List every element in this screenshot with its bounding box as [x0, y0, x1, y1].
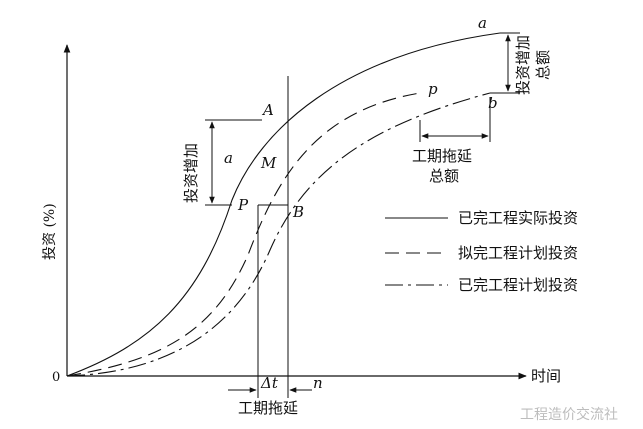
delay-label: 工期拖延 — [238, 399, 298, 417]
legend-label-actual: 已完工程实际投资 — [458, 209, 578, 227]
watermark-text: 工程造价交流社 — [520, 406, 618, 423]
invest-increase-left-label: 投资增加 — [182, 143, 200, 203]
label-P: P — [237, 196, 249, 214]
invest-increase-right-line1: 投资增加 — [514, 35, 532, 95]
y-axis-label: 投资 (%) — [42, 203, 58, 260]
delta-t-label: Δt — [260, 374, 279, 392]
delay-total-line1: 工期拖延 — [412, 147, 472, 165]
label-p-end: p — [428, 80, 438, 98]
label-a-top: a — [478, 14, 487, 32]
invest-increase-right-line2: 总额 — [534, 50, 552, 80]
label-B: B — [292, 203, 304, 221]
label-b-end: b — [488, 94, 498, 112]
legend-label-earned: 已完工程计划投资 — [458, 276, 578, 294]
earned-value-curve — [66, 92, 491, 377]
delay-total-line2: 总额 — [429, 167, 459, 185]
legend-label-planned: 拟完工程计划投资 — [458, 244, 578, 262]
x-axis-label: 时间 — [531, 367, 561, 385]
label-M: M — [260, 154, 277, 172]
label-a-gap: a — [224, 149, 233, 167]
actual-cost-curve — [66, 32, 501, 377]
origin-label: 0 — [52, 370, 60, 385]
planned-cost-curve — [66, 92, 421, 377]
label-A: A — [261, 101, 274, 119]
label-n: n — [313, 374, 323, 392]
